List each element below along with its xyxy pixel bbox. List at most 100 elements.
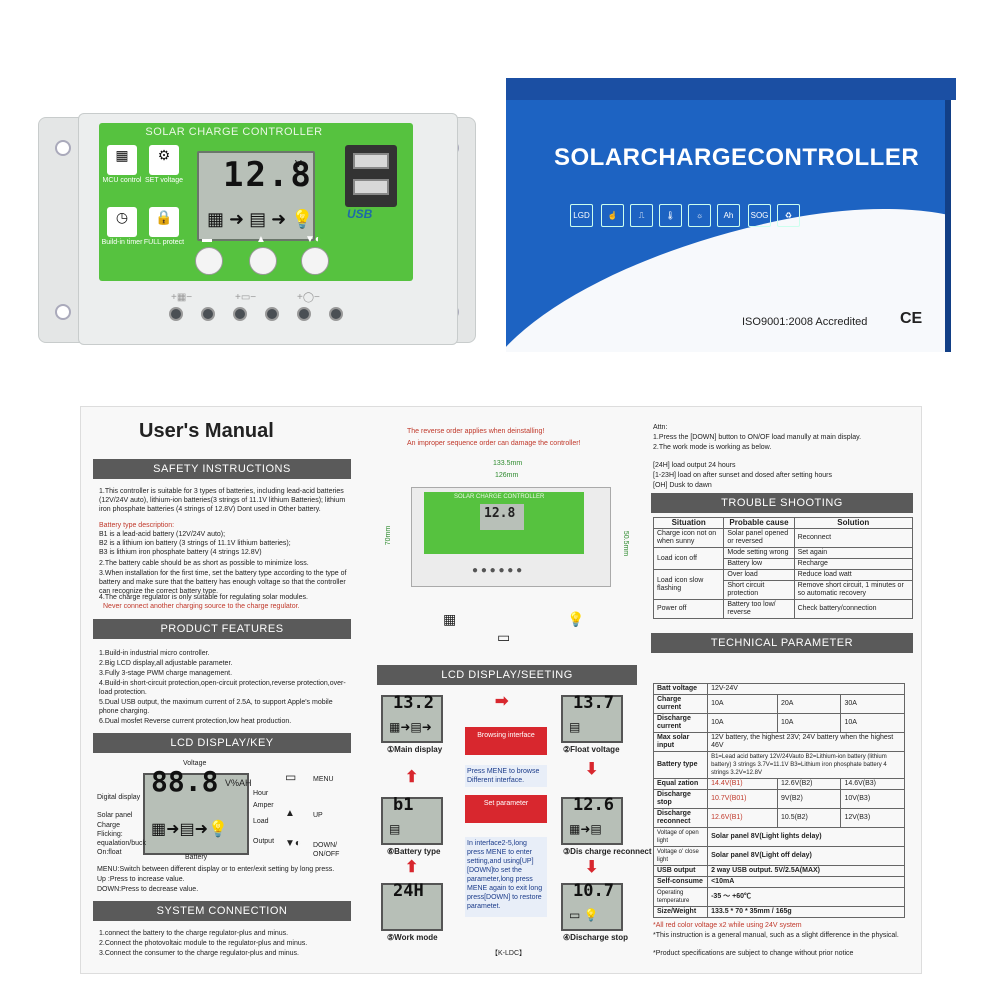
lcd-voltage-readout: 12.8 bbox=[223, 155, 313, 195]
battery-type-b1: B1 is a lead-acid battery (12V/24V auto)… bbox=[99, 531, 226, 538]
safety-text-3: 3.When installation for the first time, … bbox=[99, 570, 347, 595]
mode-digits: b1 bbox=[393, 795, 414, 815]
table-cell: 12V battery, the highest 23V; 24V batter… bbox=[707, 732, 905, 752]
mode-label: ⑥Battery type bbox=[387, 847, 441, 856]
arrow-up-icon: ⬆ bbox=[405, 769, 419, 786]
note-24v: *All red color voltage x2 while using 24… bbox=[653, 922, 802, 929]
load-terminal-symbol: +◯− bbox=[297, 292, 320, 303]
tile-label: SET voltage bbox=[144, 177, 183, 184]
mode-icons: ▦➜▤➜ bbox=[389, 720, 432, 734]
device-body: SOLAR CHARGE CONTROLLER ▦ MCU control ⚙ … bbox=[78, 113, 458, 345]
down-note: DOWN:Press to decrease value. bbox=[97, 886, 199, 893]
table-cell: 20A bbox=[776, 694, 842, 714]
safety-text-2: 2.The battery cable should be as short a… bbox=[99, 560, 309, 567]
lcd-key-digits: 88.8 bbox=[151, 765, 219, 798]
mode-label: ①Main display bbox=[387, 745, 443, 754]
mini-lcd: 12.8 bbox=[480, 504, 524, 530]
mode-icons: ▦➜▤ bbox=[569, 822, 602, 836]
safety-warning: Never connect another charging source to… bbox=[103, 603, 300, 610]
front-panel: SOLAR CHARGE CONTROLLER ▦ MCU control ⚙ … bbox=[99, 123, 413, 281]
ah-feature-icon: Ah bbox=[717, 204, 740, 227]
down-key-icon: ▼◐ bbox=[285, 838, 301, 849]
terminal-screw[interactable] bbox=[201, 307, 215, 321]
table-cell: Batt voltage bbox=[652, 683, 709, 695]
table-cell: Recharge bbox=[793, 558, 914, 570]
table-cell: 2 way USB output. 5V/2.5A(MAX) bbox=[707, 865, 905, 877]
table-cell: 12.6V(B2) bbox=[776, 778, 842, 790]
hand-feature-icon: ☝ bbox=[601, 204, 624, 227]
solar-charge-controller-device: SOLAR CHARGE CONTROLLER ▦ MCU control ⚙ … bbox=[38, 113, 476, 345]
lcd-label-voltage: Voltage bbox=[183, 760, 207, 767]
table-cell: 10A bbox=[776, 713, 842, 733]
usb-port[interactable] bbox=[353, 179, 389, 195]
table-cell: B1=Lead acid battery 12V/24Vauto B2=Lith… bbox=[707, 751, 905, 779]
down-button[interactable] bbox=[301, 247, 329, 275]
work-mode-oh: [OH] Dusk to dawn bbox=[653, 482, 712, 489]
controller-dimension-diagram: SOLAR CHARGE CONTROLLER 12.8 ● ● ● ● ● ● bbox=[411, 487, 611, 587]
battery-type-b2: B2 is a lithium ion battery (3 strings o… bbox=[99, 540, 291, 547]
table-row: Power off Battery too low/ reverse Check… bbox=[652, 599, 914, 619]
table-cell: 10.5(B2) bbox=[776, 808, 842, 828]
table-cell: Discharge stop bbox=[652, 789, 709, 809]
battery-icon: ▭ bbox=[497, 629, 511, 645]
work-mode-1-23h: [1-23H] load on after sunset and dosed a… bbox=[653, 472, 833, 479]
lcd-key-flow-icons: ▦➜▤➜💡 bbox=[151, 821, 228, 838]
dimension-height-outer: 70mm bbox=[385, 525, 393, 546]
solar-terminal-symbol: +▦− bbox=[171, 292, 193, 303]
mode-label: ④Discharge stop bbox=[563, 933, 628, 942]
terminal-screw[interactable] bbox=[233, 307, 247, 321]
iso-certification: ISO9001:2008 Accredited bbox=[742, 316, 868, 328]
terminal-screw[interactable] bbox=[265, 307, 279, 321]
mode-digits: 13.7 bbox=[573, 693, 614, 713]
browsing-interface-box: Browsing interface bbox=[465, 727, 547, 755]
table-row: Short circuit protection Remove short ci… bbox=[654, 580, 914, 600]
lcd-label-hour: Hour bbox=[253, 790, 269, 797]
safety-text-1: 1.This controller is suitable for 3 type… bbox=[99, 488, 346, 513]
table-cell: Solar panel 8V(Light lights delay) bbox=[707, 827, 905, 847]
table-cell: USB output bbox=[652, 865, 709, 877]
feature-item: 2.Big LCD display,all adjustable paramet… bbox=[99, 660, 233, 667]
table-cell: 10.7V(B01) bbox=[707, 789, 778, 809]
table-cell: Load icon off bbox=[652, 547, 725, 570]
chip-icon: ▦ bbox=[107, 145, 137, 175]
usb-port[interactable] bbox=[353, 153, 389, 169]
battery-type-heading: Battery type description: bbox=[99, 522, 175, 529]
menu-key-label: MENU bbox=[313, 776, 334, 783]
battery-terminal-symbol: +▭− bbox=[235, 292, 257, 303]
usb-ports[interactable] bbox=[345, 145, 397, 207]
tile-label: FULL protect bbox=[143, 239, 185, 246]
product-box: SOLARCHARGECONTROLLER LGD ☝ ⎍ 🌡 ☼ Ah SOG… bbox=[506, 78, 956, 352]
mode-label: ⑤Work mode bbox=[387, 933, 438, 942]
solar-panel-icon: ▦ bbox=[443, 611, 457, 627]
box-title: SOLARCHARGECONTROLLER bbox=[554, 144, 920, 171]
light-feature-icon: ☼ bbox=[688, 204, 711, 227]
users-manual: User's Manual SAFETY INSTRUCTIONS 1.This… bbox=[80, 406, 922, 974]
table-header: Solution bbox=[793, 517, 914, 529]
up-button[interactable] bbox=[249, 247, 277, 275]
table-cell: Load icon slow flashing bbox=[652, 569, 725, 600]
arrow-up-icon: ⬆ bbox=[405, 859, 419, 876]
menu-button[interactable] bbox=[195, 247, 223, 275]
table-row: Load icon slow flashing Over load Reduce… bbox=[652, 569, 914, 600]
down-key-label: DOWN/ ON/OFF bbox=[313, 842, 340, 858]
mode-digits: 12.6 bbox=[573, 795, 614, 815]
terminal-screw[interactable] bbox=[169, 307, 183, 321]
terminal-screw[interactable] bbox=[329, 307, 343, 321]
mode-digits: 24H bbox=[393, 881, 424, 901]
table-cell: Reconnect bbox=[793, 528, 914, 548]
mini-front-panel: SOLAR CHARGE CONTROLLER 12.8 bbox=[424, 492, 584, 554]
feature-item: 1.Build-in industrial micro controller. bbox=[99, 650, 210, 657]
terminal-screw[interactable] bbox=[297, 307, 311, 321]
table-cell: <10mA bbox=[707, 876, 905, 888]
mode-icons: ▭ 💡 bbox=[569, 908, 599, 922]
safety-heading: SAFETY INSTRUCTIONS bbox=[93, 459, 351, 479]
lcd-key-heading: LCD DISPLAY/KEY bbox=[93, 733, 351, 753]
table-cell: Self-consume bbox=[652, 876, 709, 888]
pwm-feature-icon: ⎍ bbox=[630, 204, 653, 227]
table-cell: Remove short circuit, 1 minutes or so au… bbox=[793, 580, 914, 600]
